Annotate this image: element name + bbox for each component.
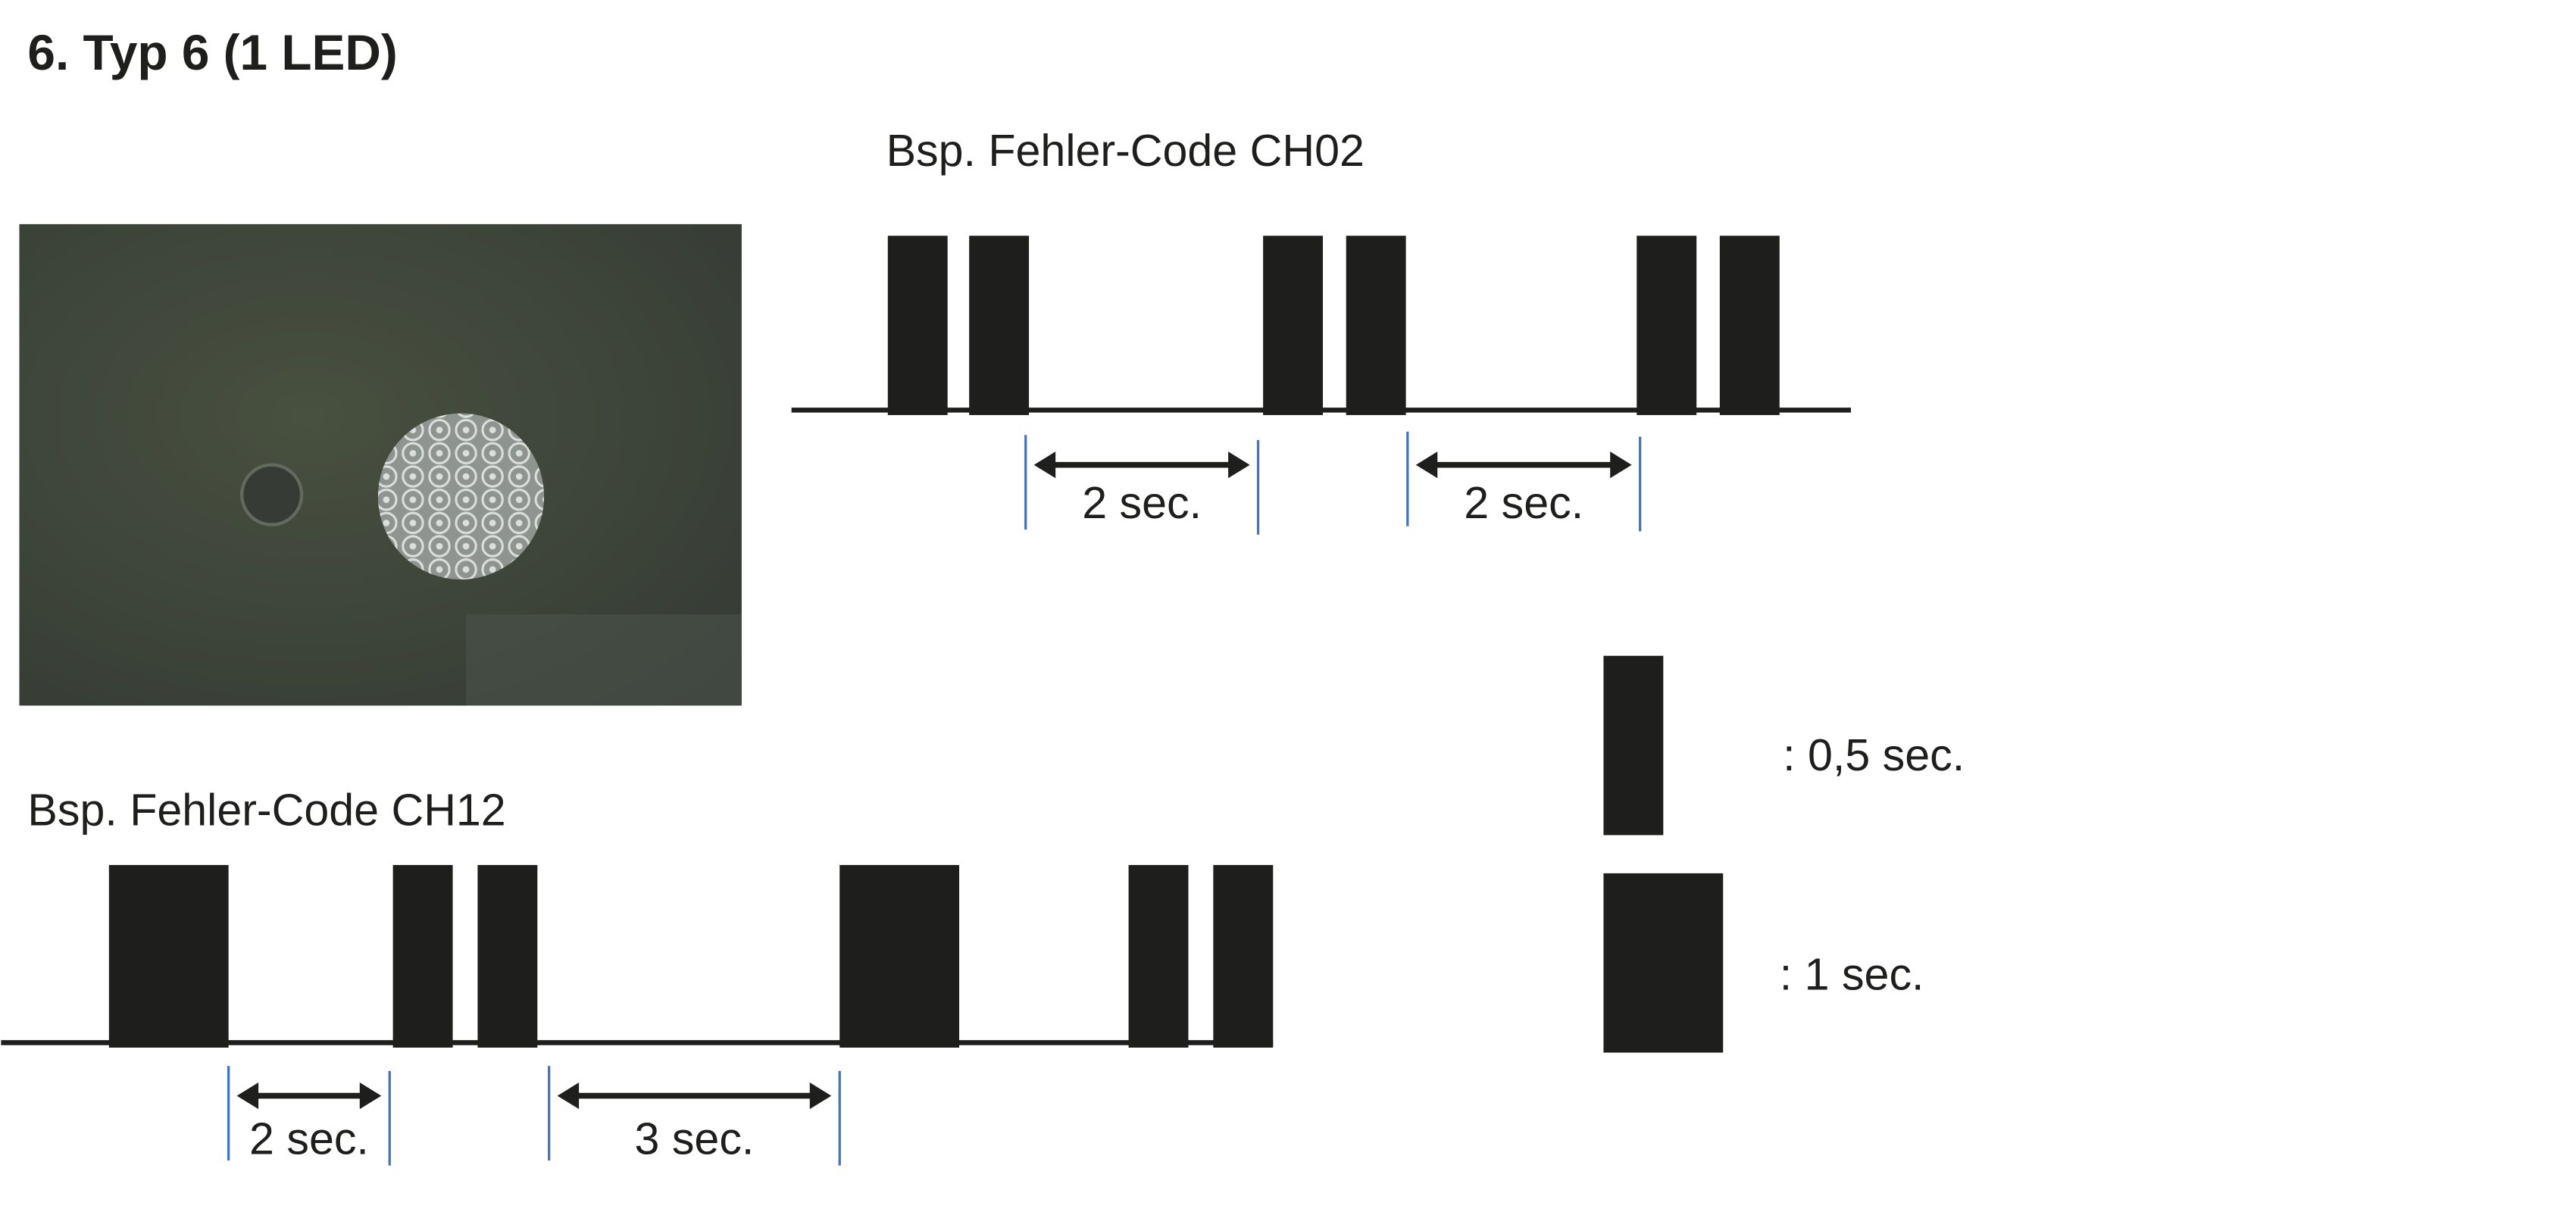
ch12-label: Bsp. Fehler-Code CH12 bbox=[27, 784, 505, 835]
arrow-head-right-icon bbox=[1610, 451, 1632, 479]
arrow-head-right-icon bbox=[809, 1082, 832, 1110]
pulse-bar-short bbox=[1128, 864, 1189, 1048]
pulse-bar-short bbox=[887, 236, 948, 415]
pulse-bar-short bbox=[1263, 236, 1324, 415]
arrow-head-left-icon bbox=[236, 1082, 259, 1110]
pulse-bar-short bbox=[1213, 864, 1274, 1048]
ch02-timeline: 2 sec. 2 sec. bbox=[791, 236, 1852, 535]
interval-label: 3 sec. bbox=[635, 1113, 755, 1164]
legend-short-label: : 0,5 sec. bbox=[1783, 729, 1965, 780]
arrow-head-left-icon bbox=[557, 1082, 580, 1110]
interval-label: 2 sec. bbox=[249, 1113, 369, 1164]
arrow-head-left-icon bbox=[1033, 451, 1056, 479]
pulse-bar-short bbox=[1719, 236, 1780, 415]
pulse-bar-long bbox=[108, 864, 229, 1048]
arrow-head-right-icon bbox=[1228, 451, 1250, 479]
arrow-head-left-icon bbox=[1415, 451, 1438, 479]
pulse-bar-short bbox=[969, 236, 1030, 415]
pulse-bar-short bbox=[1637, 236, 1697, 415]
legend: : 0,5 sec. : 1 sec. bbox=[1603, 655, 1965, 1053]
interval-label: 2 sec. bbox=[1464, 477, 1583, 528]
pulse-bar-short bbox=[1346, 236, 1406, 415]
pulse-bar-short bbox=[392, 864, 453, 1048]
ch02-label: Bsp. Fehler-Code CH02 bbox=[886, 125, 1365, 176]
pulse-bar-long bbox=[839, 864, 960, 1048]
arrow-head-right-icon bbox=[359, 1082, 382, 1110]
legend-long-bar bbox=[1603, 873, 1724, 1053]
ch12-timeline: 2 sec. 3 sec. bbox=[1, 864, 1274, 1166]
page-title: 6. Typ 6 (1 LED) bbox=[27, 24, 397, 80]
legend-short-bar bbox=[1603, 655, 1664, 836]
interval-label: 2 sec. bbox=[1082, 477, 1202, 528]
led-photo bbox=[19, 223, 742, 706]
led-lens bbox=[377, 413, 545, 579]
pulse-bar-short bbox=[477, 864, 538, 1048]
button-hole bbox=[239, 463, 304, 526]
legend-long-label: : 1 sec. bbox=[1780, 948, 1924, 999]
